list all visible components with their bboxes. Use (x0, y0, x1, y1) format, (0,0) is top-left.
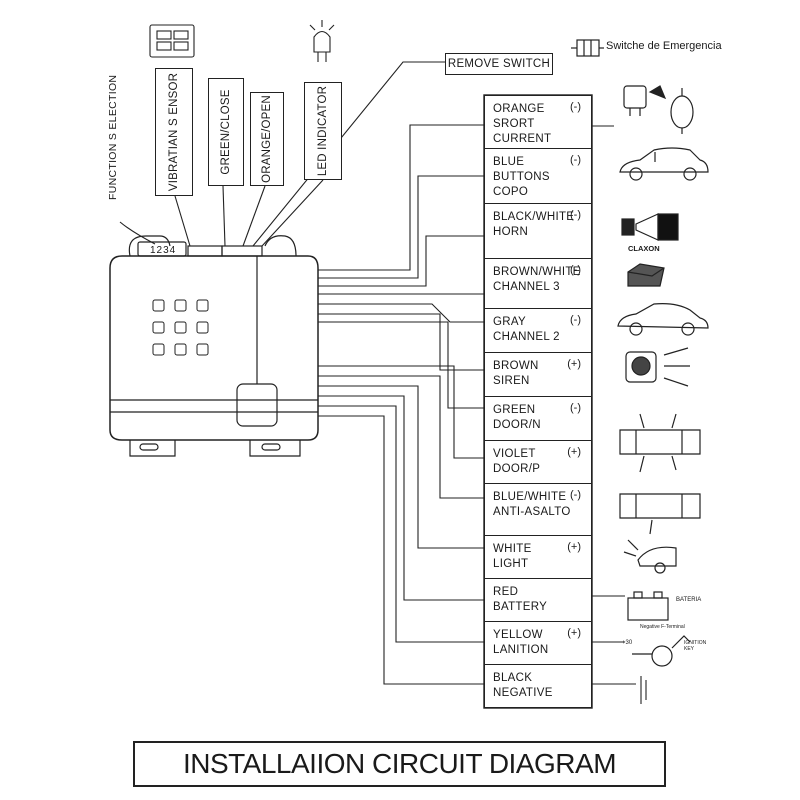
emergency-switch-label: Switche de Emergencia (606, 40, 722, 52)
wire-function: ANTI-ASALTO (493, 506, 571, 518)
wire-row: BLUE/WHITE ANTI-ASALTO (-) (484, 483, 592, 535)
battery-terminal-caption: Negative F-Terminal (640, 624, 685, 630)
wire-row: BROWN SIREN (+) (484, 352, 592, 396)
orange-open-label-box: ORANGE/OPEN (250, 92, 284, 186)
wire-row: ORANGE SRORT CURRENT (-) (484, 95, 592, 148)
connector-pin-numbers: 1234 (150, 245, 177, 256)
wire-function: BUTTONS (493, 171, 550, 183)
wire-color: BLACK (493, 672, 533, 684)
wire-polarity: (-) (570, 402, 581, 414)
wire-row: BLACK NEGATIVE (484, 664, 592, 708)
diagram-title: INSTALLAIION CIRCUIT DIAGRAM (133, 741, 666, 787)
car-doors-illustration-2 (619, 493, 701, 535)
wire-color: VIOLET (493, 448, 536, 460)
wire-function: SIREN (493, 375, 530, 387)
ignition-key-illustration (632, 635, 691, 667)
wire-function: NEGATIVE (493, 687, 553, 699)
claxon-caption: CLAXON (628, 244, 660, 253)
wire-function: CHANNEL 2 (493, 331, 560, 343)
vibration-sensor-label: VIBRATIAN S ENSOR (168, 72, 180, 192)
emergency-switch-icon (571, 39, 604, 57)
horn-illustration (621, 213, 679, 241)
car-side-illustration-1 (619, 147, 709, 181)
vibration-sensor-label-box: VIBRATIAN S ENSOR (155, 68, 193, 196)
wire-polarity: (+) (567, 541, 581, 553)
module-box-illustration (627, 263, 665, 287)
led-indicator-label-box: LED INDICATOR (304, 82, 342, 180)
wire-row: GRAY CHANNEL 2 (-) (484, 308, 592, 352)
wire-color: WHITE (493, 543, 532, 555)
wire-row: BLUE BUTTONS COPO (-) (484, 148, 592, 203)
wire-polarity: (-) (570, 264, 581, 276)
siren-illustration (625, 347, 690, 387)
green-close-label: GREEN/CLOSE (220, 89, 232, 175)
wire-row: BROWN/WHITE CHANNEL 3 (-) (484, 258, 592, 308)
wire-function: LANITION (493, 644, 549, 656)
wire-color: BROWN/WHITE (493, 266, 581, 278)
green-close-label-box: GREEN/CLOSE (208, 78, 244, 186)
wire-color: GREEN (493, 404, 536, 416)
ignition-key-caption: IGNITION KEY (684, 640, 707, 652)
wire-color: ORANGE (493, 103, 545, 115)
led-indicator-label: LED INDICATOR (317, 85, 329, 177)
wire-color: BLUE/WHITE (493, 491, 567, 503)
battery-illustration (627, 591, 669, 621)
function-selection-label: FUNCTION S ELECTION (107, 74, 119, 200)
wire-function: CURRENT (493, 133, 552, 145)
wire-function: HORN (493, 226, 529, 238)
wire-color: BLACK/WHITE (493, 211, 575, 223)
wire-row: GREEN DOOR/N (-) (484, 396, 592, 440)
wire-row: WHITE LIGHT (+) (484, 535, 592, 578)
wire-function: BATTERY (493, 601, 548, 613)
wire-color: YELLOW (493, 629, 543, 641)
remove-switch-label: REMOVE SWITCH (445, 53, 553, 75)
wire-polarity: (-) (570, 154, 581, 166)
wire-function: DOOR/P (493, 463, 541, 475)
wire-polarity: (-) (570, 101, 581, 113)
wire-function: LIGHT (493, 558, 529, 570)
wire-function: DOOR/N (493, 419, 541, 431)
alarm-control-unit (109, 235, 319, 457)
wire-polarity: (-) (570, 314, 581, 326)
ignition-plus-caption: +30 (622, 640, 633, 646)
orange-open-label: ORANGE/OPEN (261, 95, 273, 183)
wire-color: RED (493, 586, 519, 598)
wire-function: SRORT (493, 118, 535, 130)
control-unit-leds (152, 299, 209, 356)
wire-polarity: (+) (567, 446, 581, 458)
wire-row: BLACK/WHITE HORN (-) (484, 203, 592, 258)
headlight-illustration (623, 539, 677, 574)
wire-color: BROWN (493, 360, 539, 372)
wire-color: GRAY (493, 316, 526, 328)
relay-siren-illustration (623, 85, 694, 134)
wire-polarity: (+) (567, 358, 581, 370)
harness-wires (318, 124, 647, 704)
wire-row: VIOLET DOOR/P (+) (484, 440, 592, 483)
car-doors-illustration-1 (619, 413, 701, 473)
top-connector-wires (119, 20, 445, 247)
wire-row: RED BATTERY (484, 578, 592, 621)
car-side-illustration-2 (617, 303, 709, 336)
bateria-caption: BATERIA (676, 597, 702, 603)
wire-color: BLUE (493, 156, 525, 168)
wire-polarity: (-) (570, 489, 581, 501)
wire-function: COPO (493, 186, 529, 198)
wire-function: CHANNEL 3 (493, 281, 560, 293)
wire-polarity: (-) (570, 209, 581, 221)
wire-row: YELLOW LANITION (+) (484, 621, 592, 664)
wire-polarity: (+) (567, 627, 581, 639)
